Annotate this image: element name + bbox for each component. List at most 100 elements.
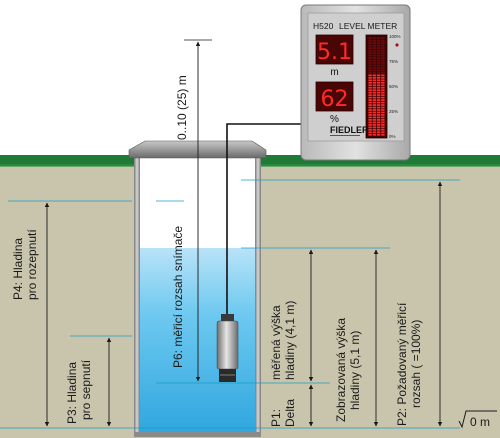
bar-segment-unlit xyxy=(381,47,385,50)
bar-segment-unlit xyxy=(368,69,372,72)
display-bottom-value: 62 xyxy=(321,87,349,112)
bar-segment-lit xyxy=(381,133,385,136)
display-bottom xyxy=(315,81,354,112)
bar-segment-lit xyxy=(381,79,385,82)
label-p6: P6: měřicí rozsah snímače xyxy=(171,226,185,368)
bar-segment-unlit xyxy=(372,52,377,54)
bar-segment-lit xyxy=(376,121,381,124)
bar-segment-lit xyxy=(381,119,385,121)
display-top xyxy=(315,34,354,65)
bar-segment-unlit xyxy=(381,37,385,40)
bar-segment-lit xyxy=(376,96,381,99)
bar-segment-lit xyxy=(381,121,385,124)
bar-segment-lit xyxy=(372,101,377,104)
display-bottom-unit: % xyxy=(330,114,339,125)
bar-segment-lit xyxy=(376,111,381,114)
bar-segment-lit xyxy=(372,111,377,114)
bar-segment-lit xyxy=(368,123,372,126)
bar-segment-lit xyxy=(376,128,381,131)
bar-segment-unlit xyxy=(376,59,381,62)
bar-segment-lit xyxy=(372,119,377,121)
bar-segment-unlit xyxy=(368,47,372,50)
bar-segment-lit xyxy=(376,106,381,109)
bar-segment-unlit xyxy=(376,69,381,72)
bar-segment-unlit xyxy=(381,72,385,74)
bar-segment-unlit xyxy=(376,39,381,42)
bar-segment-lit xyxy=(376,89,381,92)
label-p1-line2: Delta xyxy=(283,399,297,427)
bar-segment-lit xyxy=(368,111,372,114)
bar-segment-unlit xyxy=(368,72,372,74)
bar-segment-unlit xyxy=(381,64,385,67)
bar-segment-lit xyxy=(372,84,377,87)
bar-segment-lit xyxy=(376,126,381,129)
bar-segment-lit xyxy=(368,114,372,116)
bar-segment-unlit xyxy=(372,67,377,69)
bar-segment-lit xyxy=(368,94,372,97)
bar-segment-lit xyxy=(376,91,381,94)
label-zero: 0 m xyxy=(470,415,490,429)
bar-segment-lit xyxy=(376,119,381,121)
scale-label-0: 0% xyxy=(389,134,396,139)
bar-segment-unlit xyxy=(376,44,381,47)
bar-segment-lit xyxy=(381,81,385,84)
label-measured-line2: hladiny (4,1 m) xyxy=(283,301,297,380)
label-p3-line2: pro sepnutí xyxy=(79,359,93,420)
bar-segment-unlit xyxy=(368,64,372,67)
bar-segment-lit xyxy=(368,121,372,124)
meter-brand: FIEDLER xyxy=(330,125,369,135)
sensor-cable xyxy=(226,123,301,320)
bar-segment-unlit xyxy=(381,44,385,47)
bar-segment-lit xyxy=(368,81,372,84)
bar-segment-lit xyxy=(372,96,377,99)
bar-segment-lit xyxy=(368,106,372,109)
bar-segment-lit xyxy=(376,133,381,136)
label-p4-line2: pro rozepnutí xyxy=(25,229,39,300)
bar-segment-lit xyxy=(372,86,377,89)
bar-segment-lit xyxy=(381,104,385,106)
label-p4-line1: P4: Hladina xyxy=(11,238,25,300)
bar-segment-unlit xyxy=(372,72,377,74)
bar-segment-lit xyxy=(376,81,381,84)
well-wall-right xyxy=(255,156,261,436)
bar-segment-lit xyxy=(372,123,377,126)
bar-segment-lit xyxy=(381,91,385,94)
bar-graph xyxy=(368,37,385,136)
bar-segment-lit xyxy=(368,86,372,89)
bar-segment-unlit xyxy=(372,57,377,59)
bar-segment-lit xyxy=(368,84,372,87)
bar-segment-lit xyxy=(372,104,377,106)
bar-segment-lit xyxy=(372,89,377,92)
bar-segment-unlit xyxy=(381,69,385,72)
bar-segment-lit xyxy=(372,116,377,119)
label-measured-line1: měřená výška xyxy=(269,305,283,380)
bar-segment-lit xyxy=(376,131,381,134)
bar-segment-lit xyxy=(376,101,381,104)
bar-segment-unlit xyxy=(381,52,385,54)
bar-segment-unlit xyxy=(376,57,381,59)
bar-segment-lit xyxy=(368,119,372,121)
bar-segment-lit xyxy=(381,74,385,77)
bar-segment-unlit xyxy=(376,64,381,67)
reference-lines xyxy=(0,179,460,429)
bar-segment-unlit xyxy=(376,72,381,74)
bar-segment-lit xyxy=(372,99,377,101)
bar-segment-lit xyxy=(368,128,372,131)
bar-segment-lit xyxy=(372,91,377,94)
label-p3-line1: P3: Hladina xyxy=(65,362,79,424)
bar-segment-unlit xyxy=(372,39,377,42)
bar-segment-lit xyxy=(381,86,385,89)
bar-segment-lit xyxy=(372,79,377,82)
bar-segment-lit xyxy=(372,81,377,84)
bar-segment-unlit xyxy=(368,37,372,40)
bar-segment-lit xyxy=(381,128,385,131)
bar-segment-unlit xyxy=(381,57,385,59)
display-top-unit: m xyxy=(330,67,338,78)
bar-segment-lit xyxy=(381,101,385,104)
bar-segment-unlit xyxy=(376,54,381,57)
bar-segment-lit xyxy=(381,114,385,116)
scale-label-75: 75% xyxy=(389,59,398,64)
bar-segment-lit xyxy=(368,131,372,134)
scale-label-50: 50% xyxy=(389,84,398,89)
